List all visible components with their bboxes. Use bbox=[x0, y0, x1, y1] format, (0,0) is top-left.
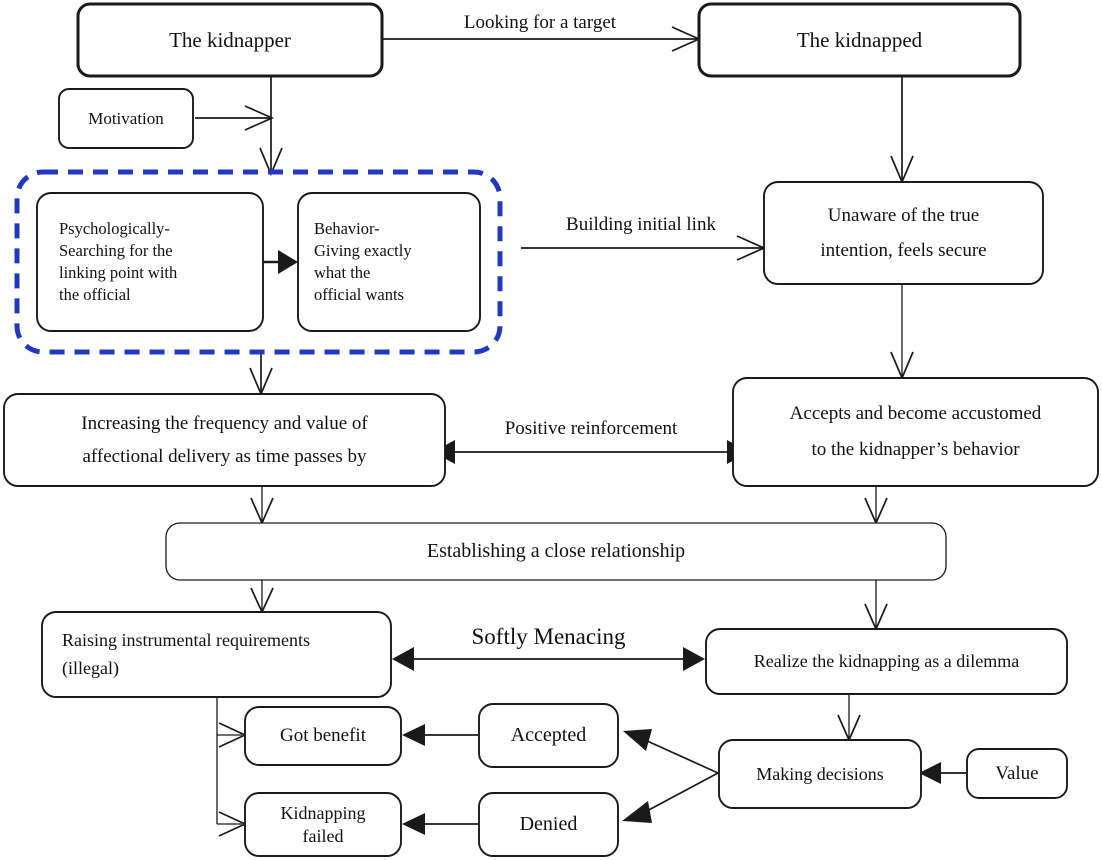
node-establishing[interactable] bbox=[166, 523, 946, 580]
edge-group-to-increasing bbox=[249, 352, 273, 397]
edge-unaware-to-accepts bbox=[890, 285, 914, 381]
edge-accepts-to-establishing bbox=[864, 486, 888, 526]
node-denied[interactable] bbox=[479, 793, 618, 856]
edge-raising-to-outcomes bbox=[216, 697, 248, 837]
node-realize-rect[interactable] bbox=[705, 628, 1068, 695]
node-psychologically[interactable] bbox=[37, 193, 263, 331]
node-motivation-rect[interactable] bbox=[58, 88, 194, 149]
node-making-decisions[interactable] bbox=[719, 740, 921, 808]
node-behavior[interactable] bbox=[298, 193, 480, 331]
node-increasing-rect[interactable] bbox=[3, 393, 446, 487]
node-raising[interactable] bbox=[42, 612, 391, 697]
edge-kidnapped-to-unaware bbox=[890, 76, 914, 185]
node-kidnapper[interactable] bbox=[78, 4, 382, 76]
node-unaware-rect[interactable] bbox=[763, 181, 1044, 285]
edge-making-decisions-to-denied bbox=[622, 772, 719, 823]
edge-establishing-to-raising bbox=[250, 580, 274, 615]
node-making-decisions-rect[interactable] bbox=[718, 739, 922, 809]
node-got-benefit-rect[interactable] bbox=[244, 706, 402, 766]
node-psychologically-rect[interactable] bbox=[36, 192, 264, 332]
node-kidnapped-rect[interactable] bbox=[697, 2, 1022, 78]
node-accepted[interactable] bbox=[479, 704, 618, 767]
edge-increasing-to-establishing bbox=[250, 486, 274, 526]
group-kidnapper-tactics-dashed-border bbox=[14, 169, 503, 355]
node-value[interactable] bbox=[967, 749, 1067, 798]
node-realize[interactable] bbox=[706, 629, 1067, 694]
edge-kidnapper-to-kidnapped bbox=[383, 26, 702, 52]
node-kidnapping-failed-rect[interactable] bbox=[244, 792, 402, 857]
node-kidnapped[interactable] bbox=[699, 4, 1020, 76]
node-raising-rect[interactable] bbox=[41, 611, 392, 698]
edge-group-to-unaware bbox=[521, 235, 767, 261]
node-kidnapper-rect[interactable] bbox=[76, 2, 384, 78]
edge-psychologically-to-behavior bbox=[263, 250, 298, 274]
node-motivation[interactable] bbox=[59, 89, 193, 148]
node-value-rect[interactable] bbox=[966, 748, 1068, 799]
edge-kidnapper-to-group bbox=[259, 76, 283, 177]
node-behavior-rect[interactable] bbox=[297, 192, 481, 332]
node-accepts[interactable] bbox=[733, 378, 1098, 486]
node-unaware[interactable] bbox=[764, 182, 1043, 284]
node-denied-rect[interactable] bbox=[478, 792, 619, 857]
edge-motivation-to-kidnapper-line bbox=[195, 105, 275, 131]
edge-value-to-making-decisions bbox=[919, 762, 966, 784]
edge-positive-reinforcement bbox=[433, 440, 749, 464]
edge-realize-to-making-decisions bbox=[837, 694, 861, 743]
node-establishing-rect[interactable] bbox=[165, 522, 947, 581]
edge-establishing-to-realize bbox=[864, 580, 888, 632]
node-got-benefit[interactable] bbox=[245, 707, 401, 765]
edge-accepted-to-got-benefit bbox=[402, 724, 478, 746]
node-accepted-rect[interactable] bbox=[478, 703, 619, 768]
edge-making-decisions-to-accepted bbox=[623, 729, 719, 774]
node-kidnapping-failed[interactable] bbox=[245, 793, 401, 856]
edge-denied-to-kidnapping-failed bbox=[402, 813, 478, 835]
edge-softly-menacing bbox=[392, 647, 705, 671]
node-increasing[interactable] bbox=[4, 394, 445, 486]
node-accepts-rect[interactable] bbox=[732, 377, 1099, 487]
